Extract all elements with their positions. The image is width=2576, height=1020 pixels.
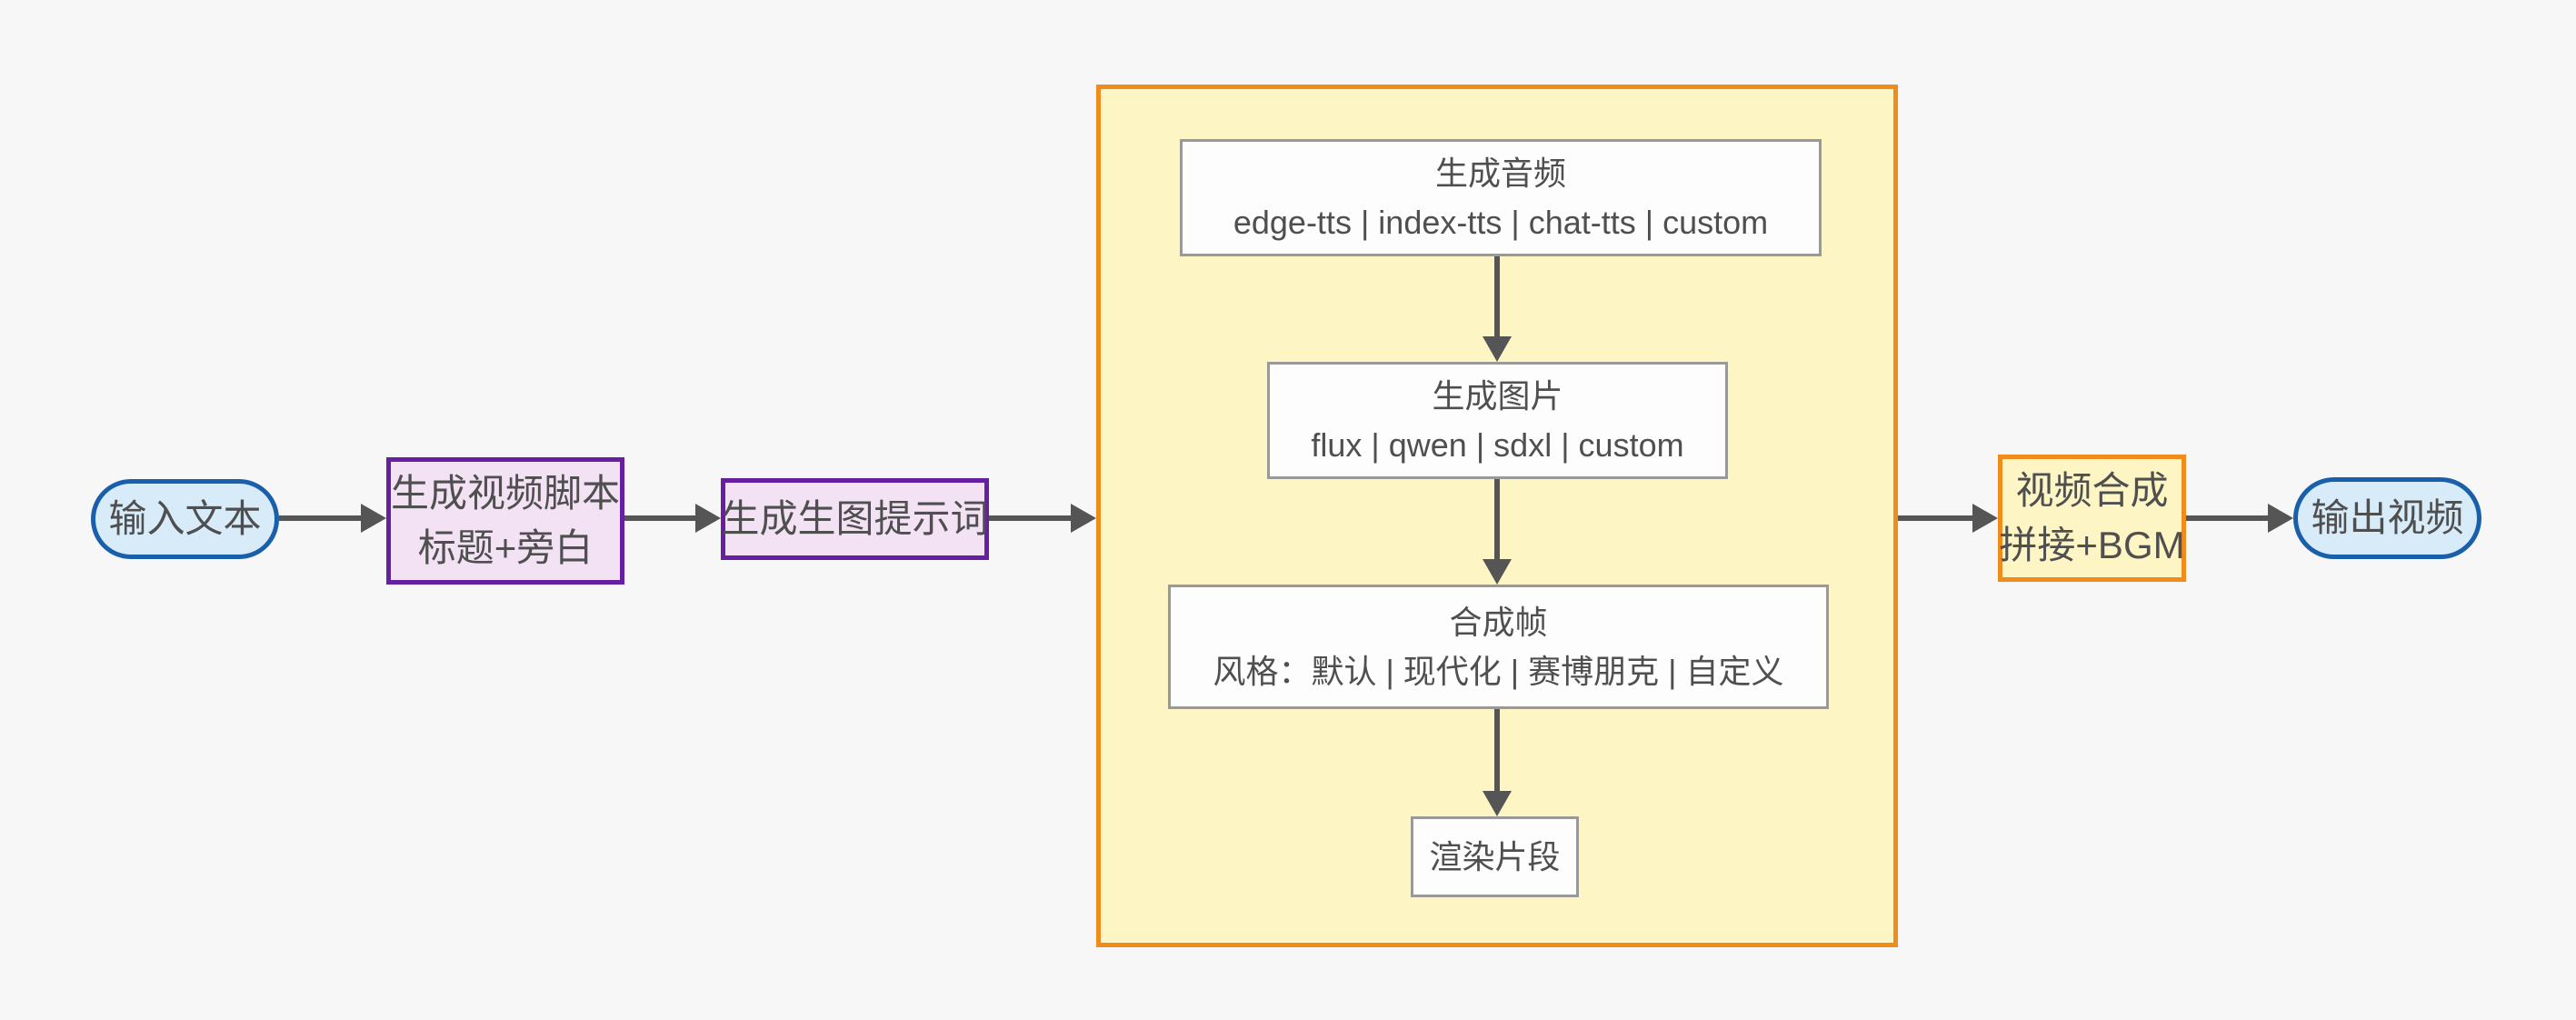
node-output-video-label: 输出视频 <box>2311 496 2464 540</box>
arrow-image-to-frame <box>1494 479 1500 559</box>
node-generate-image-prompt: 生成生图提示词 <box>721 478 989 560</box>
node-compose-frame-options: 风格：默认 | 现代化 | 赛博朋克 | 自定义 <box>1213 652 1784 690</box>
node-input-text-label: 输入文本 <box>108 497 262 541</box>
node-generate-script-line2: 标题+旁白 <box>417 526 594 569</box>
node-render-clip-label: 渲染片段 <box>1429 837 1561 875</box>
node-video-merge: 视频合成 拼接+BGM <box>1998 455 2186 582</box>
arrow-input-to-script <box>279 515 361 521</box>
node-generate-audio-options: edge-tts | index-tts | chat-tts | custom <box>1233 203 1769 241</box>
arrow-frame-to-render <box>1494 709 1500 791</box>
node-generate-image-prompt-label: 生成生图提示词 <box>721 497 989 541</box>
node-generate-script: 生成视频脚本 标题+旁白 <box>386 457 624 585</box>
node-render-clip: 渲染片段 <box>1411 816 1579 897</box>
arrow-prompt-to-pipeline <box>989 515 1071 521</box>
node-generate-script-line1: 生成视频脚本 <box>391 472 621 515</box>
node-video-merge-line1: 视频合成 <box>2015 469 2169 513</box>
node-output-video: 输出视频 <box>2293 477 2481 559</box>
node-video-merge-line2: 拼接+BGM <box>1999 524 2185 566</box>
node-generate-image-title: 生成图片 <box>1432 377 1563 415</box>
node-input-text: 输入文本 <box>91 479 279 559</box>
node-generate-audio: 生成音频 edge-tts | index-tts | chat-tts | c… <box>1180 139 1822 256</box>
node-generate-audio-title: 生成音频 <box>1434 155 1566 193</box>
node-compose-frame-title: 合成帧 <box>1449 604 1548 642</box>
node-generate-image-options: flux | qwen | sdxl | custom <box>1311 425 1684 464</box>
node-compose-frame: 合成帧 风格：默认 | 现代化 | 赛博朋克 | 自定义 <box>1168 585 1829 709</box>
arrow-merge-to-output <box>2186 515 2268 521</box>
arrow-pipeline-to-merge <box>1898 515 1972 521</box>
node-generate-image: 生成图片 flux | qwen | sdxl | custom <box>1267 362 1728 479</box>
arrow-script-to-prompt <box>624 515 695 521</box>
arrow-audio-to-image <box>1494 256 1500 336</box>
